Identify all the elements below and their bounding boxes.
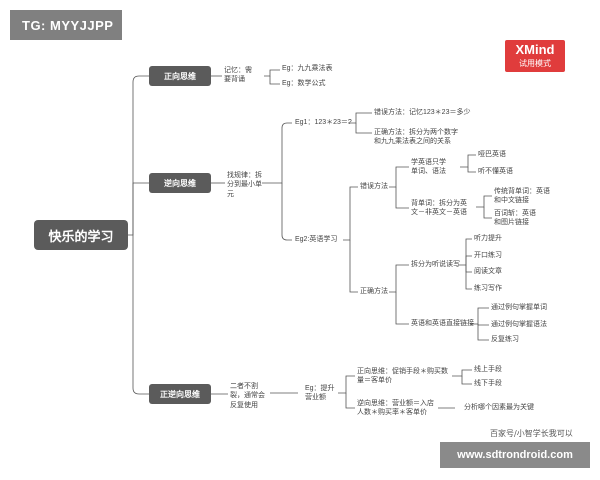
node-split-skills[interactable]: 拆分为听说读写: [411, 261, 460, 268]
node-key-factor[interactable]: 分析哪个因素最为关键: [464, 404, 534, 411]
node-example-grammar[interactable]: 通过例句掌握语法: [491, 321, 547, 328]
xmind-logo: XMind 试用模式: [505, 40, 565, 72]
node-eg2-english[interactable]: Eg2:英语学习: [295, 236, 338, 243]
branch-positive-thinking[interactable]: 正向思维: [149, 66, 211, 86]
node-listening[interactable]: 听力提升: [474, 235, 502, 242]
node-backward-thinking[interactable]: 逆向思维：营业额＝入店 人数＊购买率＊客单价: [357, 400, 434, 417]
node-example-words[interactable]: 通过例句掌握单词: [491, 304, 547, 311]
node-memory[interactable]: 记忆：需 要背诵: [224, 67, 252, 84]
node-forward-thinking[interactable]: 正向思维：促销手段＊购买数 量＝客单价: [357, 368, 448, 385]
node-eg1-wrong-method[interactable]: 错误方法：记忆123＊23＝多少: [374, 109, 471, 116]
node-traditional-memorize[interactable]: 传统背单词：英语 和中文链接: [494, 188, 550, 205]
node-wrong-method[interactable]: 错误方法: [360, 183, 388, 190]
node-right-method[interactable]: 正确方法: [360, 288, 388, 295]
source-caption: 百家号/小智学长我可以: [490, 429, 573, 438]
node-speaking[interactable]: 开口练习: [474, 252, 502, 259]
branch-reverse-thinking[interactable]: 逆向思维: [149, 173, 211, 193]
node-writing[interactable]: 练习写作: [474, 285, 502, 292]
node-deaf-english[interactable]: 听不懂英语: [478, 168, 513, 175]
xmind-trial-label: 试用模式: [519, 59, 551, 68]
node-direct-link[interactable]: 英语和英语直接链接: [411, 320, 474, 327]
node-memorize-words[interactable]: 背单词：拆分为英 文－非英文－英语: [411, 200, 467, 217]
node-baicizhan[interactable]: 百词斩：英语 和图片链接: [494, 210, 536, 227]
node-eg1-multiplication[interactable]: Eg1：123＊23＝?: [295, 119, 352, 126]
node-online-means[interactable]: 线上手段: [474, 366, 502, 373]
node-repeat-practice[interactable]: 反复练习: [491, 336, 519, 343]
branch-both-thinking[interactable]: 正逆向思维: [149, 384, 211, 404]
node-eg1-right-method[interactable]: 正确方法：拆分为两个数字 和九九乘法表之间的关系: [374, 129, 458, 146]
node-mute-english[interactable]: 哑巴英语: [478, 151, 506, 158]
website-watermark: www.sdtrondroid.com: [440, 442, 590, 468]
channel-tag: TG: MYYJJPP: [10, 10, 122, 40]
node-reading[interactable]: 阅读文章: [474, 268, 502, 275]
node-not-separate[interactable]: 二者不割 裂，通常会 反复使用: [230, 383, 265, 409]
node-learn-words-grammar[interactable]: 学英语只学 单词、语法: [411, 159, 446, 176]
node-find-pattern[interactable]: 找规律：拆 分到最小单 元: [227, 172, 262, 198]
node-math-formula[interactable]: Eg：数学公式: [282, 80, 326, 87]
xmind-logo-name: XMind: [515, 42, 555, 57]
node-raise-revenue[interactable]: Eg：提升 营业额: [305, 385, 335, 402]
node-offline-means[interactable]: 线下手段: [474, 380, 502, 387]
node-multiplication-table[interactable]: Eg：九九乘法表: [282, 65, 333, 72]
root-node[interactable]: 快乐的学习: [34, 220, 128, 250]
